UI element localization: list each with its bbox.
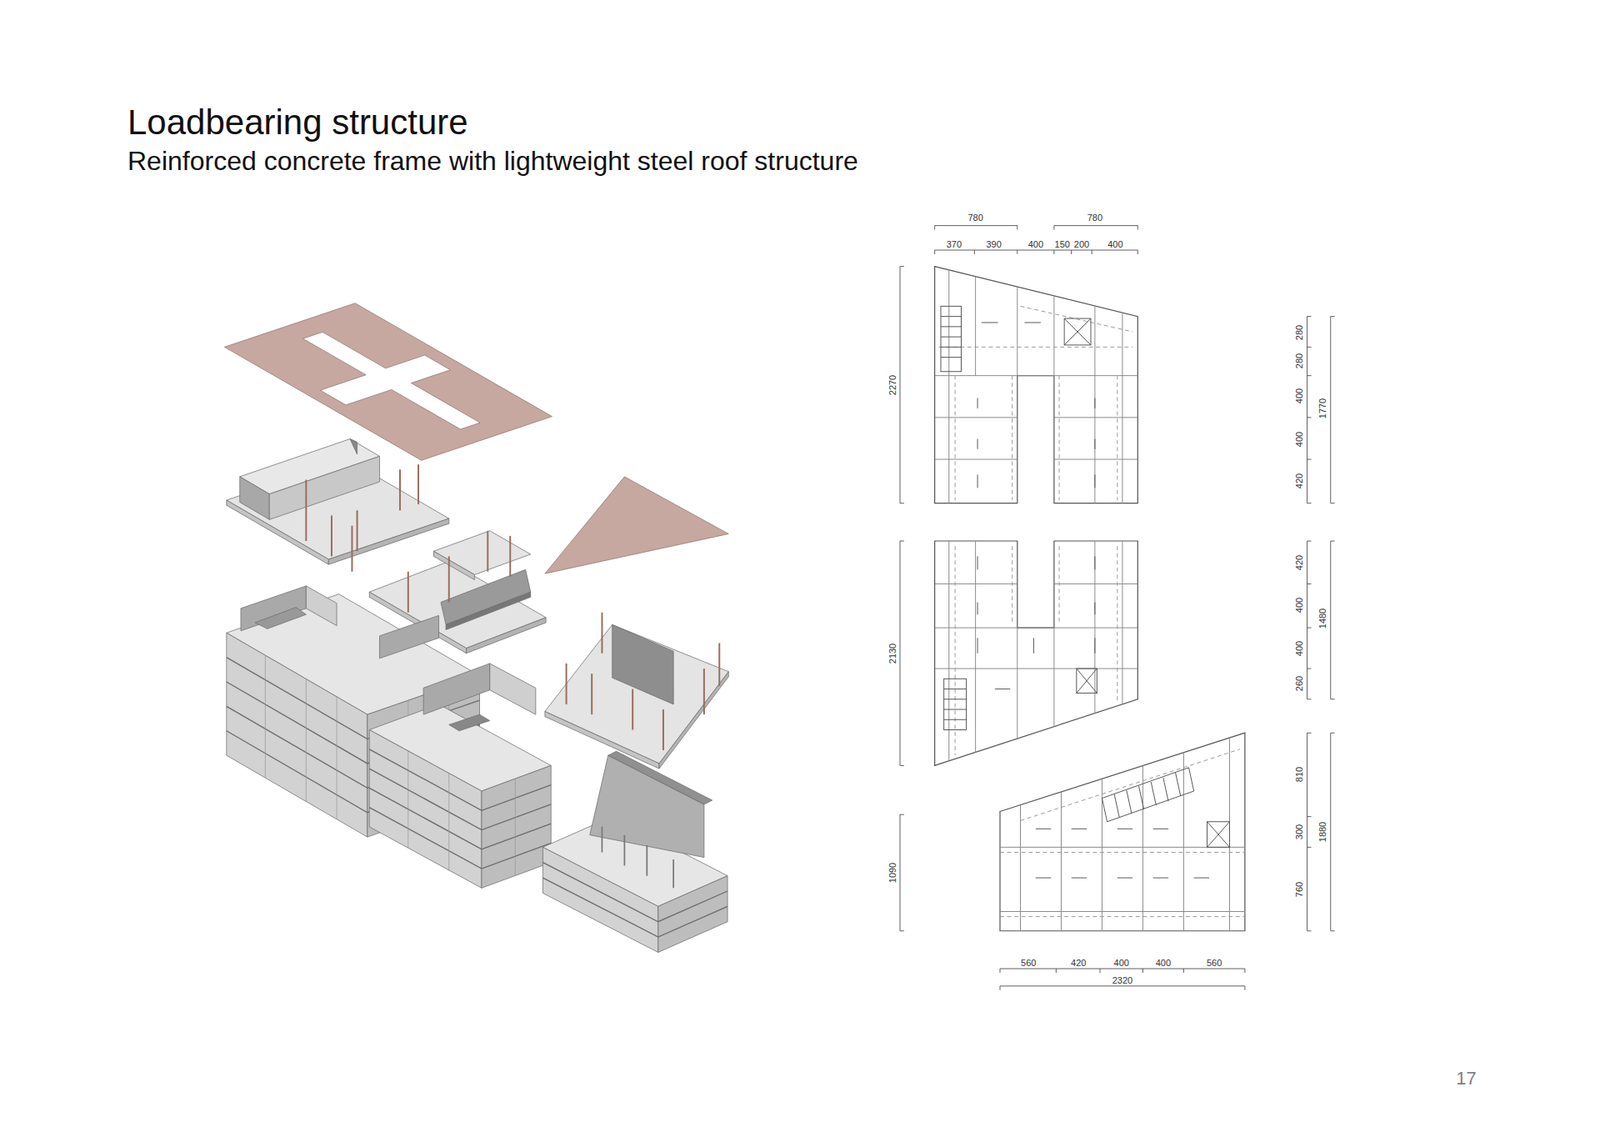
dimension-lines [900,225,1335,990]
dimension-label: 560 [1206,957,1222,967]
page-number: 17 [1455,1067,1476,1090]
dimension-label: 2130 [888,642,898,663]
tower-middle [369,663,551,888]
dimension-label: 1090 [888,862,898,883]
dimension-label: 400 [1028,239,1044,249]
floor-plans [935,266,1245,931]
dimension-label: 300 [1294,824,1304,840]
dimension-label: 400 [1294,640,1304,655]
dimension-label: 1770 [1317,398,1327,419]
dimension-label: 400 [1107,239,1123,249]
dimension-label: 1880 [1317,821,1327,842]
dimension-label: 2320 [1112,975,1133,985]
dimension-label: 280 [1294,353,1304,369]
dimension-label: 560 [1020,957,1036,967]
dimension-label: 810 [1294,766,1304,782]
dimension-label: 420 [1294,473,1304,489]
dimension-label: 2270 [888,374,898,395]
dimension-label: 150 [1055,239,1070,249]
slide-title: Loadbearing structure [127,103,469,142]
dimension-label: 280 [1294,325,1304,340]
dimension-label: 400 [1294,388,1304,404]
dimension-label: 1480 [1317,608,1327,629]
dimension-label: 760 [1294,880,1304,896]
dimension-label: 370 [946,239,962,249]
block-right [542,750,728,952]
dimension-label: 400 [1155,957,1171,967]
roof-plates [224,303,729,574]
dimension-label: 400 [1114,957,1130,967]
dimension-label: 780 [967,212,983,222]
dimension-label: 390 [985,239,1001,249]
dimension-label: 780 [1087,212,1103,222]
dimension-label: 420 [1070,957,1086,967]
dimension-label: 260 [1294,675,1304,691]
dimension-label: 420 [1294,555,1304,570]
dimension-label: 200 [1074,239,1090,249]
dimension-label: 400 [1294,597,1304,613]
dimension-label: 400 [1294,430,1304,446]
slide-subtitle: Reinforced concrete frame with lightweig… [127,146,859,176]
